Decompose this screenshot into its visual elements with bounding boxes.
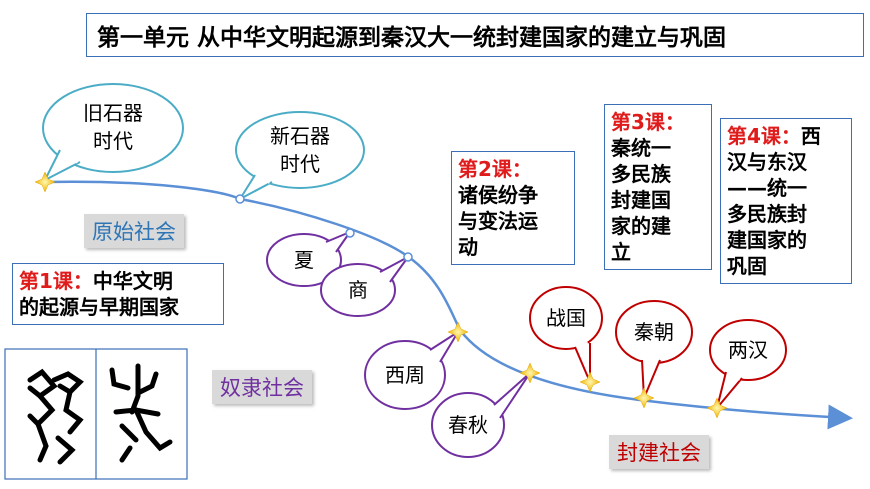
bubble-paleolithic-line1: 旧石器 [83,101,143,125]
bubble-xizhou-text: 西周 [385,363,425,387]
lesson-4-box: 第4课：西 汉与东汉 ——统一 多民族封 建国家的 巩固 [720,118,852,284]
unit-title: 第一单元 从中华文明起源到秦汉大一统封建国家的建立与巩固 [86,13,864,57]
lesson-3-head: 第3课： [611,110,685,134]
lesson-1-body-a: 中华文明 [92,269,173,293]
bubble-neolithic [235,111,365,200]
node-marker [235,194,245,204]
node-marker [345,228,355,238]
bubble-neolithic-text: 新石器 时代 [255,122,345,178]
bubble-zhanguo [529,286,603,383]
bubble-qin [615,300,693,399]
lesson-3-line: 家的建 [611,214,671,238]
lesson-2-line: 动 [458,235,478,259]
bubble-zhanguo-text: 战国 [546,306,586,330]
era-primitive-label: 原始社会 [84,214,184,248]
bubble-chunqiu [431,372,531,458]
lesson-4-line: 巩固 [727,254,767,278]
lesson-3-line: 立 [611,240,631,264]
lesson-4-line: 建国家的 [727,228,807,252]
oracle-bone-panel [4,348,188,480]
star-marker-icon [633,387,655,409]
lesson-2-box: 第2课： 诸侯纷争 与变法运 动 [451,151,575,265]
bubble-xizhou [364,331,459,410]
era-feudal-label: 封建社会 [609,435,709,469]
lesson-3-line: 封建国 [611,188,671,212]
bubble-lianghan [709,319,787,409]
node-marker [403,252,413,262]
bubble-qin-text: 秦朝 [634,320,674,344]
lesson-4-line: 汉与东汉 [727,150,807,174]
star-marker-icon [706,397,728,419]
bubble-shang [320,256,409,317]
lesson-4-body-a: 西 [800,124,821,148]
era-slave-label: 奴隶社会 [212,370,312,404]
lesson-2-head: 第2课： [458,157,532,181]
bubble-lianghan-text: 两汉 [728,338,768,362]
lesson-4-line: 多民族封 [727,202,807,226]
oracle-bone-glyph-1-icon [27,368,84,465]
lesson-2-line: 诸侯纷争 [458,183,538,207]
oracle-bone-glyph-2-icon [109,363,173,463]
star-marker-icon [579,371,601,393]
bubble-xia-text: 夏 [294,248,314,272]
lesson-1-box: 第1课：中华文明 的起源与早期国家 [12,263,224,325]
star-marker-icon [34,171,56,193]
bubble-paleolithic-text: 旧石器 时代 [68,99,158,155]
lesson-2-line: 与变法运 [458,209,538,233]
bubble-neolithic-line2: 时代 [280,152,320,176]
timeline-curve [44,180,853,430]
lesson-3-line: 秦统一 [611,136,671,160]
bubble-paleolithic-line2: 时代 [93,129,133,153]
bubble-neolithic-line1: 新石器 [270,124,330,148]
star-marker-icon [447,321,469,343]
bubble-shang-text: 商 [348,278,368,302]
lesson-3-box: 第3课： 秦统一 多民族 封建国 家的建 立 [604,104,712,270]
lesson-1-head: 第1课： [19,269,93,293]
lesson-4-head: 第4课： [727,124,801,148]
unit-title-text: 第一单元 从中华文明起源到秦汉大一统封建国家的建立与巩固 [97,25,727,51]
bubble-chunqiu-text: 春秋 [448,413,488,437]
lesson-3-line: 多民族 [611,162,671,186]
lesson-1-body-b: 的起源与早期国家 [19,295,179,319]
star-marker-icon [519,362,541,384]
bubble-paleolithic [42,83,184,181]
lesson-4-line: ——统一 [727,176,807,200]
